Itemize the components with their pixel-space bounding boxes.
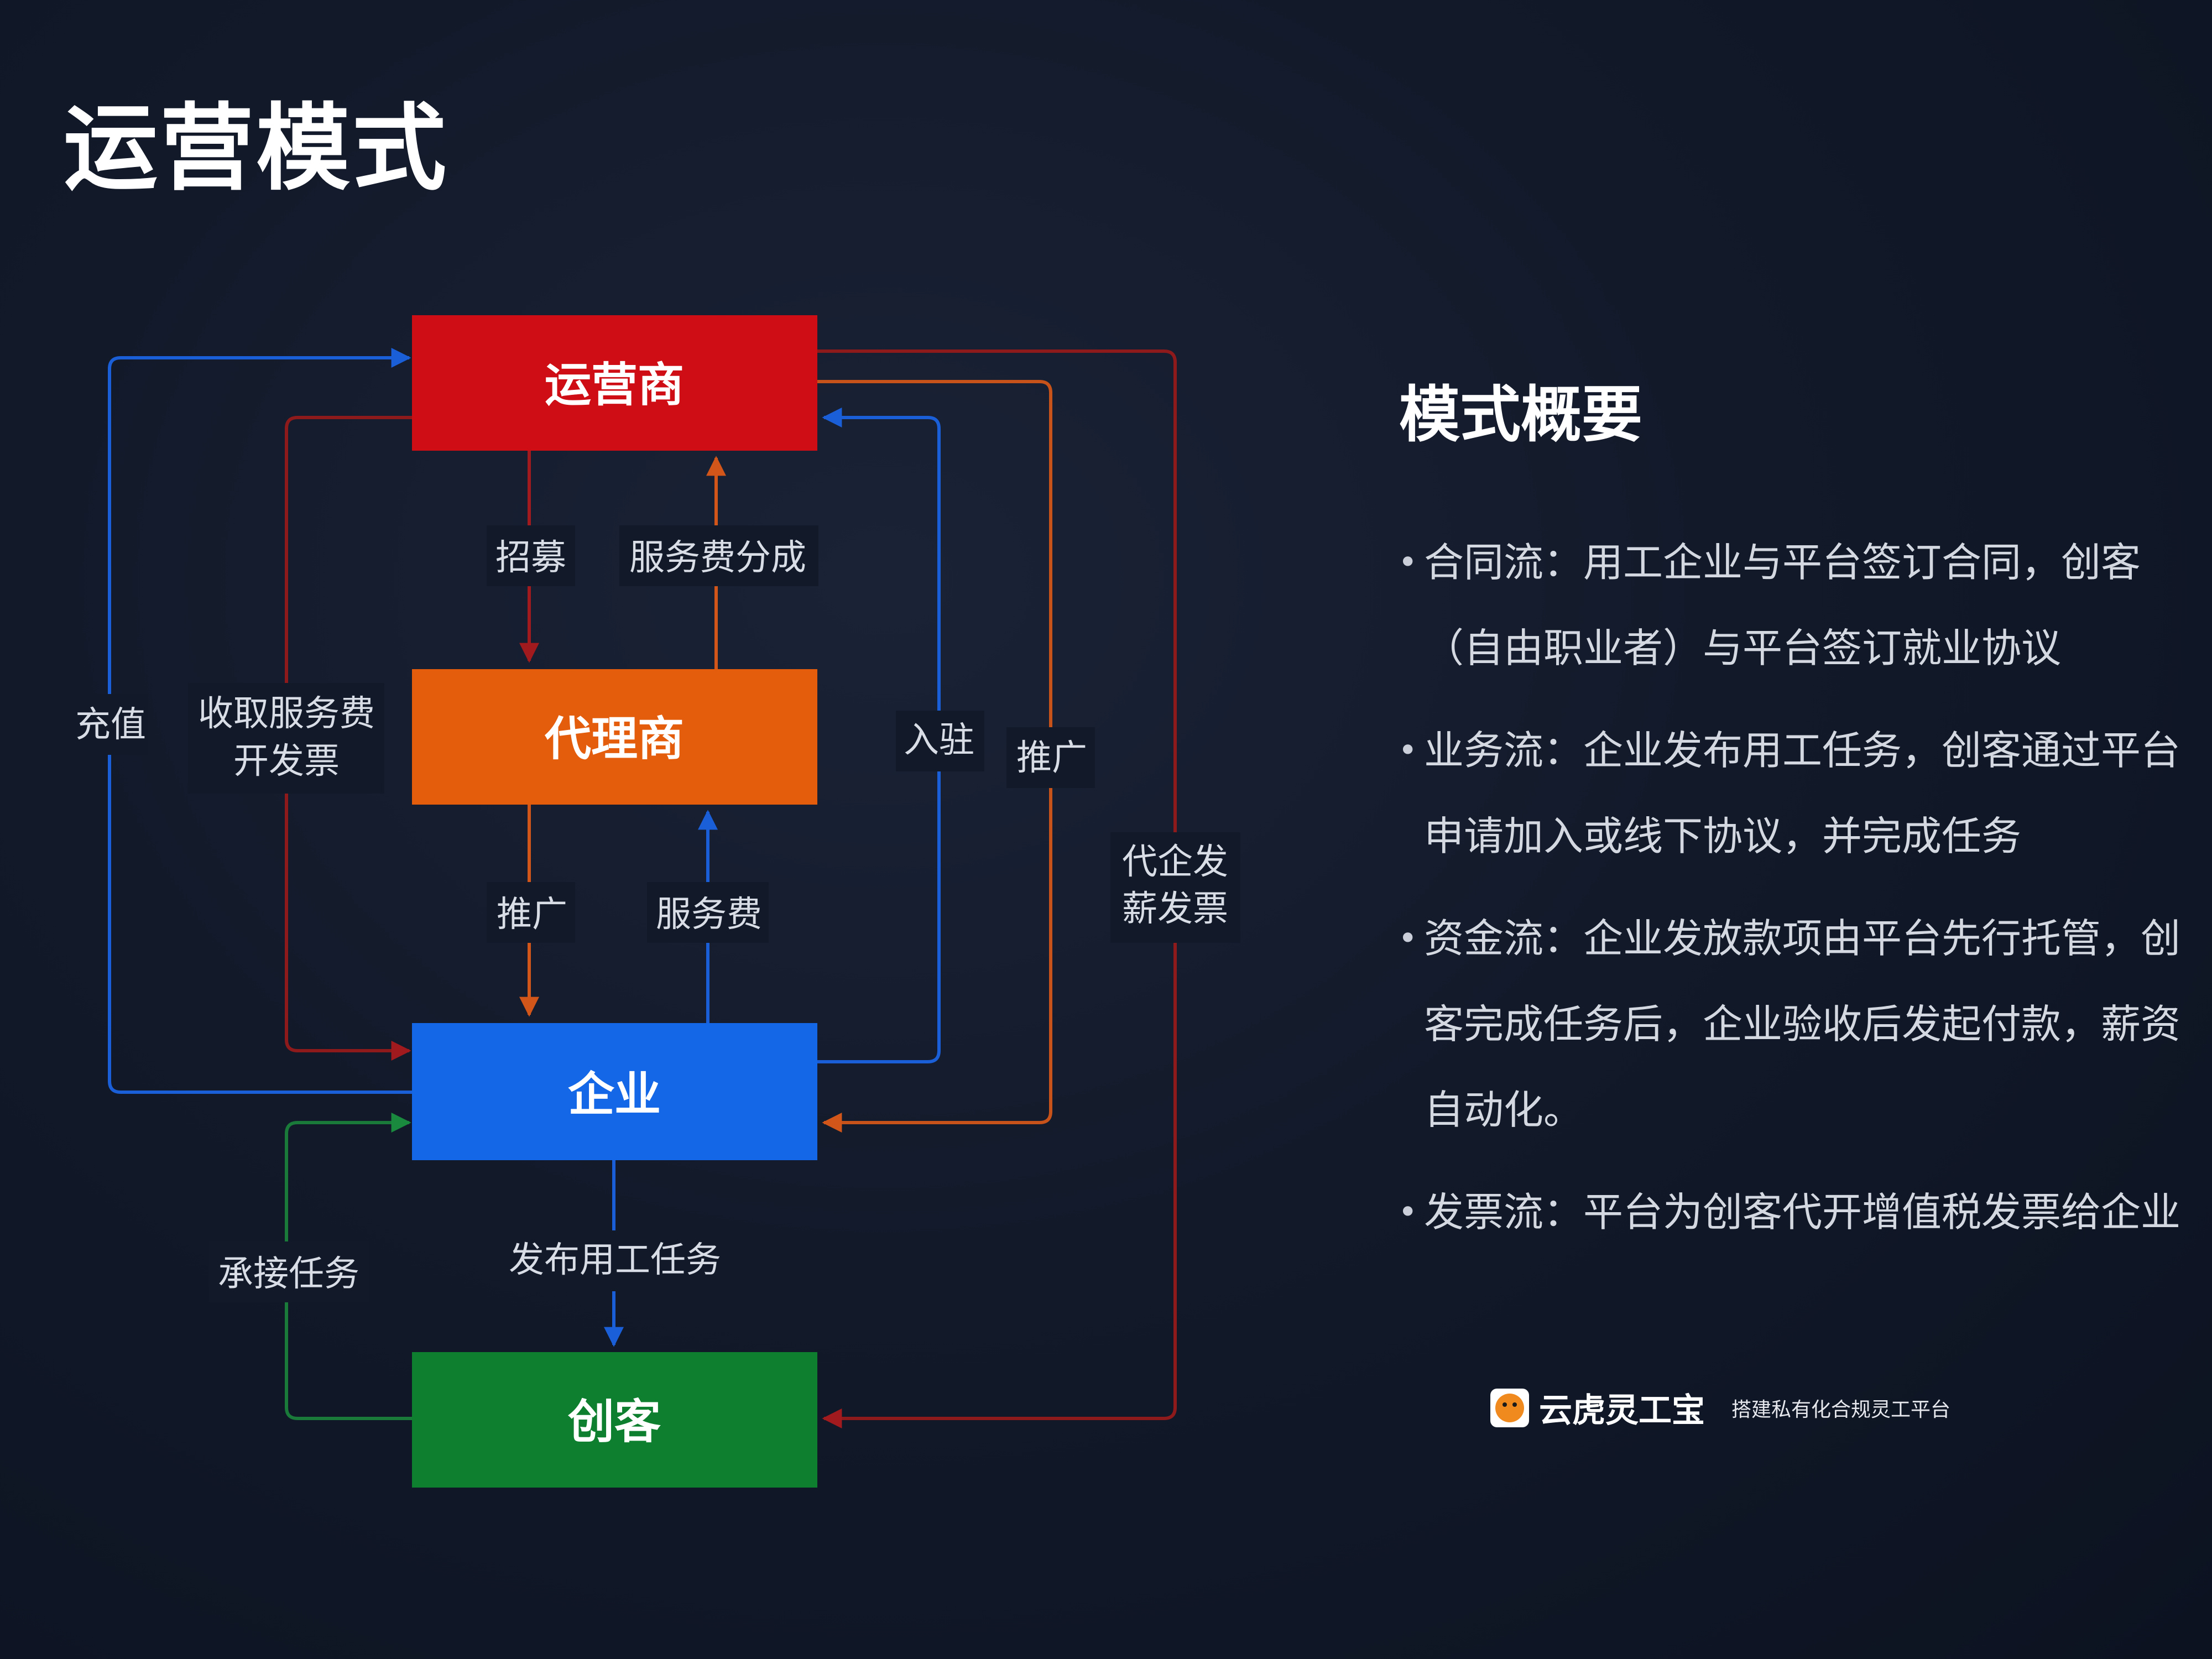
brand-slogan: 搭建私有化合规灵工平台 [1731, 1398, 1951, 1421]
collect-fee-label-line1: 收取服务费 [198, 693, 375, 734]
summary-item-business: • 业务流：企业发布用工任务，创客通过平台申请加入或线下协议，并完成任务 [1394, 708, 2201, 879]
operator-label: 运营商 [545, 358, 684, 412]
page-title: 运营模式 [64, 94, 449, 204]
fee-share-label: 服务费分成 [629, 538, 806, 578]
enterprise-node: 企业 [412, 1023, 817, 1160]
brand-name: 云虎灵工宝 [1539, 1391, 1705, 1430]
bullet-icon: • [1398, 543, 1418, 582]
settle-in-label: 入驻 [904, 720, 974, 761]
creator-label: 创客 [568, 1395, 661, 1449]
issue-invoice-label-line1: 代企发 [1122, 842, 1228, 883]
promote-top-label: 推广 [1016, 738, 1087, 779]
promote-mid-label: 推广 [497, 894, 567, 935]
agent-label: 代理商 [544, 712, 684, 766]
accept-task-label: 承接任务 [218, 1254, 359, 1295]
bullet-icon: • [1398, 1193, 1418, 1232]
recharge-label: 充值 [75, 705, 146, 745]
operator-node: 运营商 [412, 315, 817, 451]
bullet-icon: • [1398, 919, 1418, 958]
creator-node: 创客 [412, 1352, 817, 1488]
bullet-icon: • [1398, 731, 1418, 770]
service-fee-label: 服务费 [656, 894, 762, 935]
summary-item-contract: • 合同流：用工企业与平台签订合同，创客（自由职业者）与平台签订就业协议 [1394, 520, 2201, 691]
footer-brand: 云虎灵工宝 搭建私有化合规灵工平台 [1490, 1384, 1950, 1432]
publish-task-label: 发布用工任务 [509, 1240, 721, 1281]
summary-item-funds: • 资金流：企业发放款项由平台先行托管，创客完成任务后，企业验收后发起付款，薪资… [1394, 896, 2201, 1153]
tiger-logo-icon [1490, 1388, 1529, 1427]
enterprise-label: 企业 [568, 1067, 661, 1121]
summary-item-invoice: • 发票流：平台为创客代开增值税发票给企业 [1394, 1170, 2201, 1255]
collect-fee-label-line2: 开发票 [233, 741, 340, 782]
mode-summary-panel: 模式概要 • 合同流：用工企业与平台签订合同，创客（自由职业者）与平台签订就业协… [1394, 365, 2201, 1272]
recruit-label: 招募 [495, 538, 566, 578]
issue-invoice-label-line2: 薪发票 [1122, 889, 1228, 930]
summary-title: 模式概要 [1399, 379, 1642, 450]
agent-node: 代理商 [412, 669, 817, 805]
